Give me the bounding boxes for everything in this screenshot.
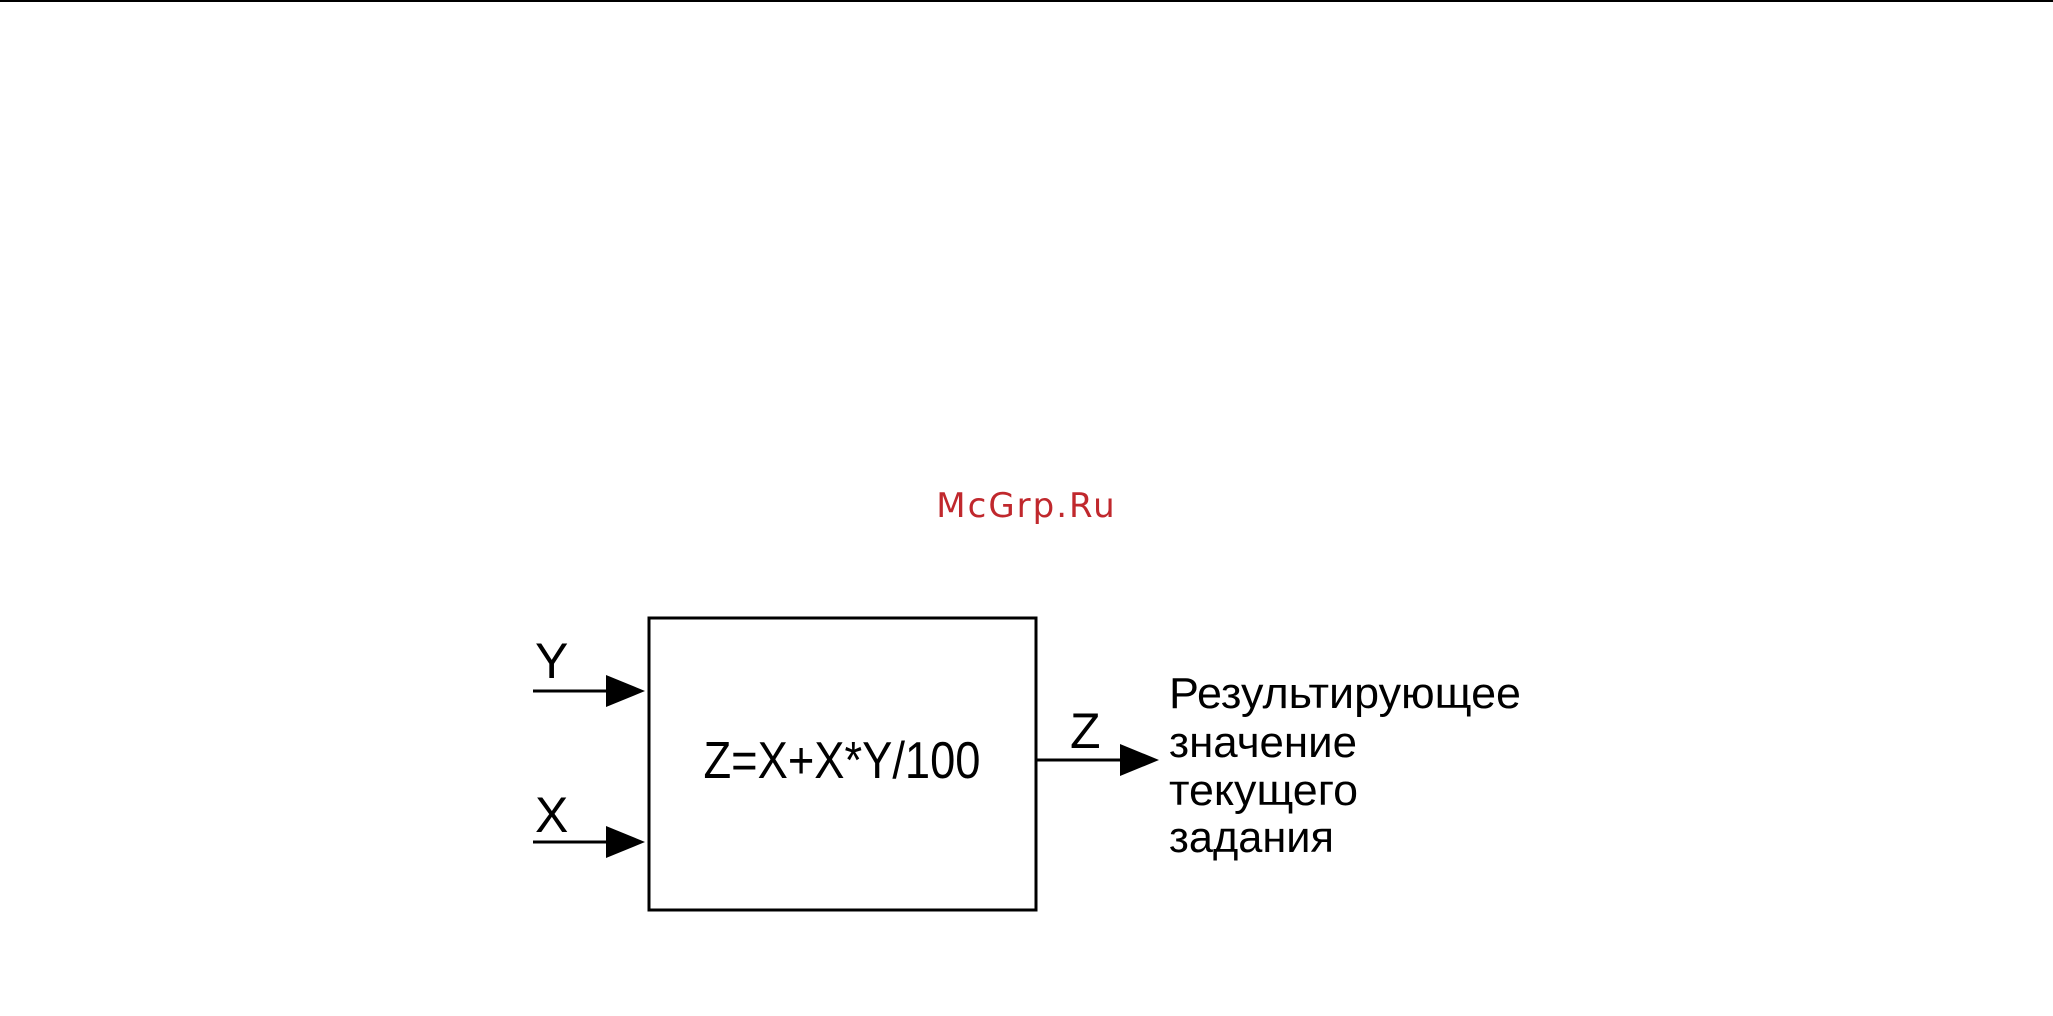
output-description-line-3: текущего [1169,766,1358,815]
input-x-arrow-icon [606,826,645,858]
output-description-line-4: задания [1169,813,1334,862]
output-z-label: Z [1070,703,1101,759]
block-formula: Z=X+X*Y/100 [704,732,981,790]
output-description-line-2: значение [1169,718,1357,767]
output-z-arrow-icon [1120,744,1159,776]
input-y-label: Y [535,633,568,689]
output-description-line-1: Результирующее [1169,669,1521,718]
input-y-arrow-icon [606,675,645,707]
input-x-label: X [535,787,568,843]
